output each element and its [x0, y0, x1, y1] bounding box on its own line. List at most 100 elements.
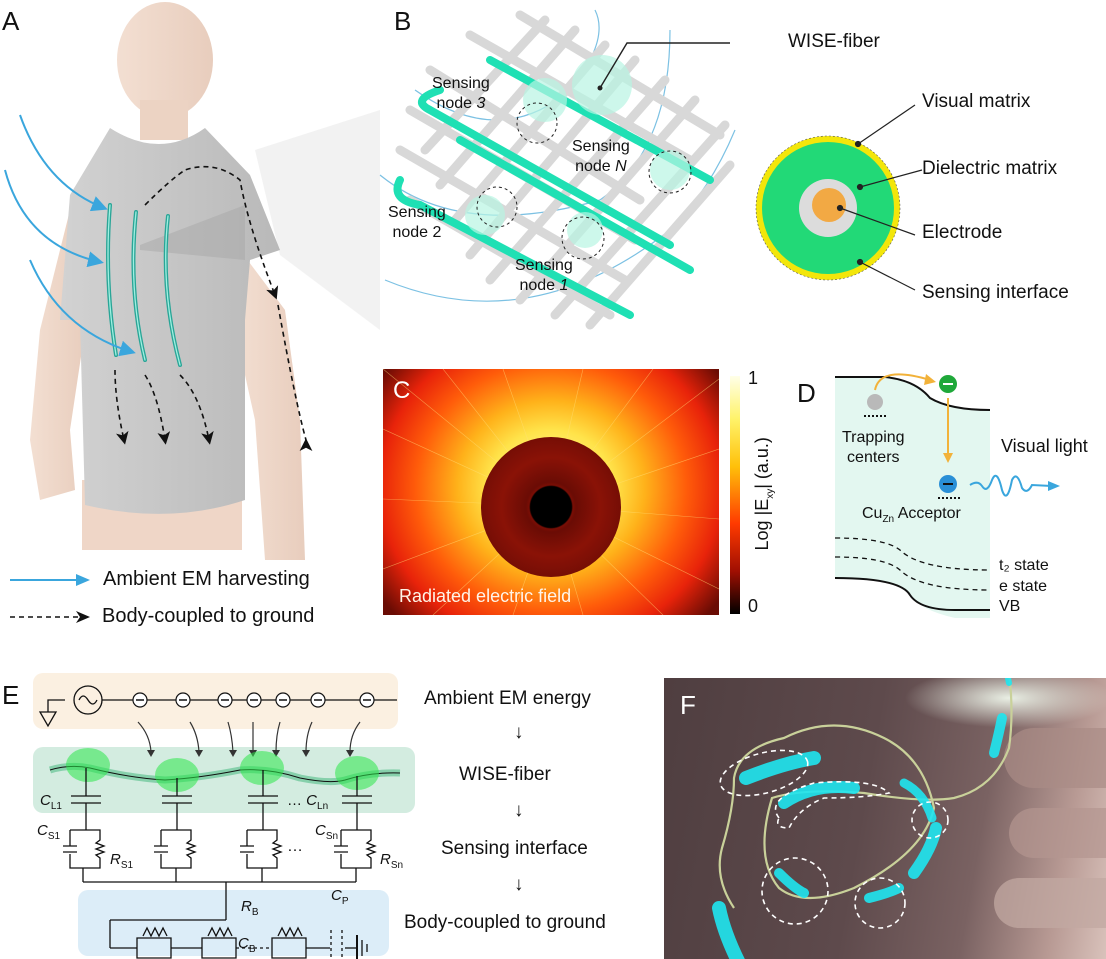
- cs1-sub: S1: [47, 831, 61, 842]
- t2-state-line: [834, 537, 991, 571]
- trapping-centers-label: Trapping centers: [842, 428, 905, 468]
- node-1-prefix: node: [519, 277, 560, 294]
- legend-body-arrow-icon: [10, 611, 90, 623]
- colorbar-min: 0: [748, 596, 759, 616]
- node-1-index: 1: [559, 277, 569, 294]
- fiber-cross-section: [755, 104, 923, 291]
- rsn-main: R: [380, 851, 391, 868]
- visual-light-wave-icon: [969, 474, 1053, 497]
- node-1-label: Sensing node 1: [515, 256, 573, 296]
- node-3-label: Sensing node 3: [432, 74, 490, 114]
- rc-blocks: [63, 829, 377, 948]
- t2-state-label: t₂ state: [999, 557, 1049, 574]
- valence-band-edge: [834, 577, 990, 611]
- electrode-label: Electrode: [922, 222, 1003, 243]
- label-rs1: RS1: [110, 851, 133, 871]
- head: [117, 2, 213, 118]
- panel-letter-d: D: [797, 378, 816, 408]
- field-caption: Radiated electric field: [399, 586, 572, 606]
- trapping-line2: centers: [847, 449, 900, 466]
- finger-highlight: [1004, 728, 1106, 788]
- flow-body-coupled: Body-coupled to ground: [404, 912, 606, 933]
- em-harvesting-arrows: [4, 114, 136, 357]
- node-2-line2: node 2: [388, 223, 446, 243]
- cb-main: C: [238, 935, 249, 952]
- colorbar: [730, 376, 740, 614]
- colorbar-label-suffix: | (a.u.): [752, 437, 773, 489]
- colorbar-label-prefix: Log |E: [752, 498, 773, 551]
- equivalent-circuit: [38, 685, 401, 959]
- em-energy-band: [33, 673, 398, 729]
- label-cp: CP: [331, 887, 349, 907]
- fiber-strand: [718, 678, 1013, 909]
- cl1-sub: L1: [50, 801, 62, 812]
- label-ellipsis-mid: …: [287, 838, 303, 855]
- finger-highlight-2: [1009, 808, 1106, 858]
- cross-section-callouts: [836, 104, 923, 291]
- cs1-main: C: [37, 822, 48, 839]
- node-2-prefix: node: [392, 224, 433, 241]
- acceptor-suffix: Acceptor: [894, 505, 961, 522]
- wise-fiber-weft: [393, 56, 714, 319]
- right-arm: [235, 250, 305, 560]
- acceptor-sub: Zn: [882, 514, 895, 526]
- node-n-line2: node N: [572, 157, 630, 177]
- luminous-fiber: [712, 678, 1013, 959]
- cp-main: C: [331, 887, 342, 904]
- rs1-sub: S1: [120, 860, 134, 871]
- rs1-main: R: [110, 851, 121, 868]
- node-highlight-circles: [719, 749, 949, 929]
- csn-sub: Sn: [325, 831, 339, 842]
- electrode-core: [812, 188, 846, 222]
- colorbar-label: Log |Exy| (a.u.): [752, 394, 776, 594]
- flow-arrow-1: ↓: [514, 722, 524, 743]
- glow-segments: [712, 678, 1012, 959]
- visual-matrix-label: Visual matrix: [922, 91, 1031, 112]
- panel-letter-e: E: [2, 680, 20, 710]
- label-rb: RB: [241, 898, 259, 918]
- wise-fiber-callout-label: WISE-fiber: [788, 31, 880, 52]
- legend-em-arrow-icon: [10, 574, 90, 586]
- e-state-line: [834, 556, 991, 591]
- label-rsn: RSn: [380, 851, 403, 871]
- acceptor-prefix: Cu: [862, 505, 883, 522]
- node-2-line1: Sensing: [388, 204, 446, 221]
- flow-arrow-2: ↓: [514, 800, 524, 821]
- sensing-node-circles: [476, 102, 692, 260]
- rb-sub: B: [251, 907, 259, 918]
- label-csn: CSn: [315, 822, 338, 842]
- conduction-band-edge: [835, 376, 991, 411]
- panel-letter-f: F: [680, 690, 696, 720]
- rb-main: R: [241, 898, 252, 915]
- band-region: [835, 377, 990, 618]
- coupling-arrows: [137, 721, 361, 753]
- visual-light-label: Visual light: [1001, 436, 1088, 456]
- colorbar-max: 1: [748, 368, 759, 388]
- cb-sub: B: [248, 944, 256, 955]
- node-3-index: 3: [476, 95, 486, 112]
- trapping-line1: Trapping: [842, 429, 905, 446]
- node-1-line2: node 1: [515, 276, 573, 296]
- flow-arrow-3: ↓: [514, 874, 524, 895]
- cln-ellipsis: …: [287, 792, 302, 809]
- label-cln: … CLn: [287, 792, 328, 812]
- legend-em-label: Ambient EM harvesting: [103, 568, 310, 590]
- csn-main: C: [315, 822, 326, 839]
- colorbar-label-sub: xy: [764, 488, 776, 499]
- panel-letter-b: B: [394, 6, 412, 36]
- glow-nodes: [66, 748, 379, 792]
- cl1-main: C: [40, 792, 51, 809]
- inner-core: [526, 482, 576, 532]
- cp-sub: P: [341, 896, 349, 907]
- photo-panel: F: [664, 678, 1106, 959]
- field-map: C Radiated electric field: [383, 369, 719, 615]
- wise-fibers: [106, 203, 182, 367]
- trapping-center-icon: [867, 394, 883, 410]
- detrap-arrow-icon: [874, 373, 931, 391]
- label-cs1: CS1: [37, 822, 60, 842]
- node-n-label: Sensing node N: [572, 137, 630, 177]
- flow-sensing-interface: Sensing interface: [441, 838, 588, 859]
- node-n-prefix: node: [575, 158, 616, 175]
- node-n-line1: Sensing: [572, 138, 630, 155]
- body-network: [110, 926, 368, 959]
